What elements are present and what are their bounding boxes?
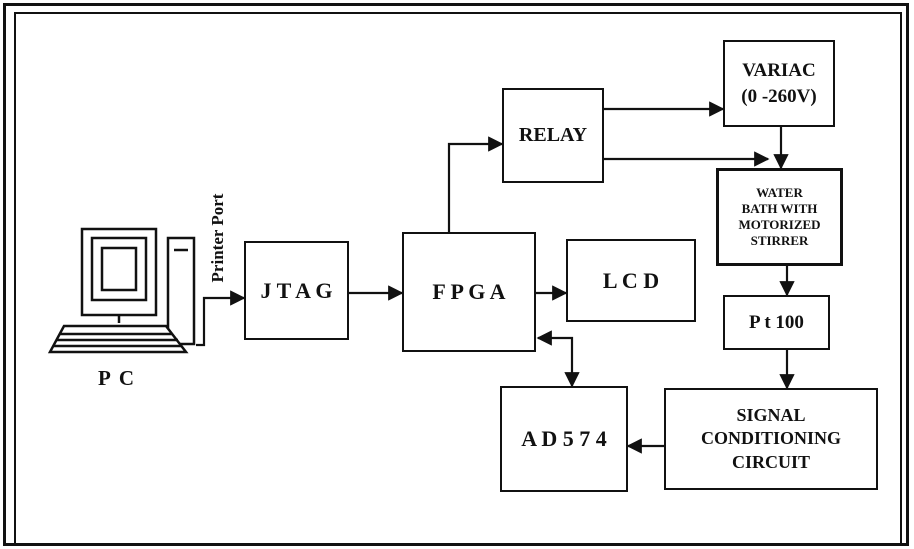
- fpga-ad574-bidirectional-arrow: [536, 330, 580, 388]
- lcd-label: L C D: [602, 267, 660, 293]
- diagram-inner-border: [14, 12, 902, 546]
- relay-block: RELAY: [502, 88, 604, 183]
- relay-label: RELAY: [518, 124, 588, 146]
- pt100-block: P t 100: [723, 295, 830, 350]
- signal-conditioning-block: SIGNAL CONDITIONING CIRCUIT: [664, 388, 878, 490]
- ad574-label: A D 5 7 4: [521, 426, 607, 451]
- variac-label: VARIAC (0 -260V): [741, 59, 817, 107]
- pc-label: P C: [98, 366, 137, 390]
- fpga-label: F P G A: [432, 279, 506, 304]
- lcd-block: L C D: [566, 239, 696, 322]
- water-bath-block: WATER BATH WITH MOTORIZED STIRRER: [716, 168, 843, 266]
- pc-icon: [47, 227, 196, 354]
- pt100-label: P t 100: [749, 311, 804, 333]
- jtag-label: J T A G: [260, 277, 333, 303]
- fpga-to-relay-arrow: [447, 136, 504, 232]
- printer-port-label: Printer Port: [208, 193, 227, 283]
- variac-block: VARIAC (0 -260V): [723, 40, 835, 127]
- pc-to-jtag-arrow: [196, 290, 246, 347]
- fpga-block: F P G A: [402, 232, 536, 352]
- ad574-block: A D 5 7 4: [500, 386, 628, 492]
- signal-conditioning-label: SIGNAL CONDITIONING CIRCUIT: [700, 404, 842, 472]
- water-bath-label: WATER BATH WITH MOTORIZED STIRRER: [738, 184, 821, 249]
- jtag-block: J T A G: [244, 241, 349, 340]
